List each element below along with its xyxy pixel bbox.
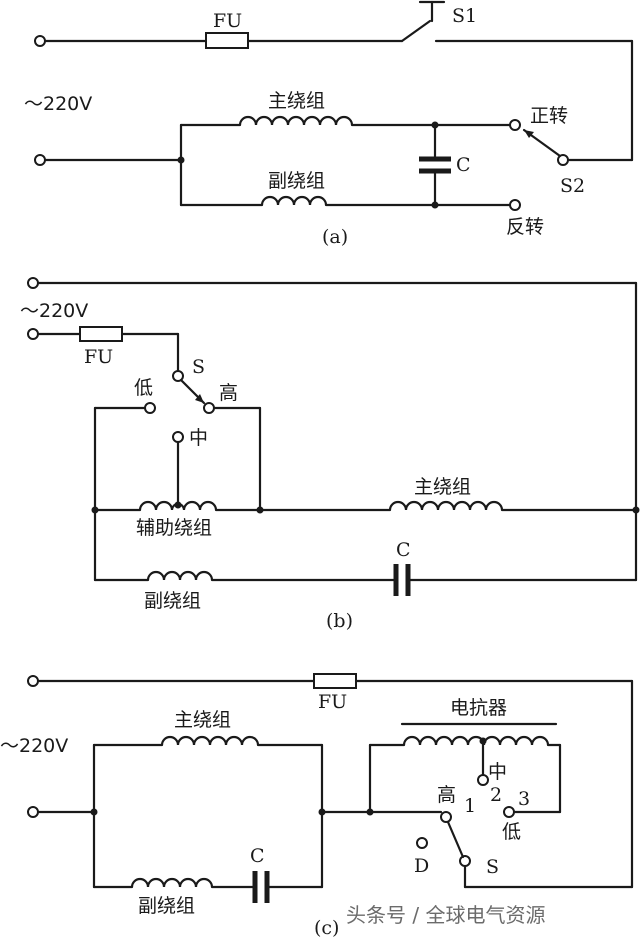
diagram-c [27,673,634,903]
switch-s1-blade [400,19,432,43]
switch-s-pivot [172,370,184,382]
label-high-b: 高 [219,382,238,404]
label-s2: S2 [560,175,585,197]
switch-s-c-blade [446,820,465,859]
terminal-c-1 [27,675,39,687]
label-capacitor-a: C [456,154,471,176]
label-fu-c: FU [318,691,347,713]
label-high-c: 高 [437,784,456,806]
reactor-coil [402,735,550,746]
caption-a: (a) [322,226,348,248]
label-main-winding-a: 主绕组 [268,90,325,112]
terminal-tap1 [440,811,452,823]
terminal-tap3 [503,806,515,818]
label-main-winding-b: 主绕组 [414,476,471,498]
terminal-d [416,837,428,849]
label-capacitor-c: C [250,845,265,867]
label-low-c: 低 [502,821,521,843]
main-winding-b [388,500,504,511]
fuse-b [79,326,123,342]
label-voltage-b: ～220V [20,300,88,322]
diagram-a [34,0,634,211]
label-capacitor-b: C [396,539,411,561]
label-tap1: 1 [464,795,476,817]
label-s-c: S [486,856,499,878]
terminal-reverse [509,199,521,211]
caption-c: (c) [314,917,339,939]
switch-s2-pivot [557,154,569,166]
label-s1: S1 [452,5,477,27]
label-voltage-c: ～220V [0,735,68,757]
label-d: D [414,855,429,877]
label-s-b: S [192,356,205,378]
aux-winding-c [130,877,214,888]
terminal-forward [509,119,521,131]
label-helper-winding-b: 辅助绕组 [136,517,212,539]
caption-b: (b) [326,610,353,632]
fuse-c [313,673,357,689]
terminal-b-1 [27,277,39,289]
terminal-high-b [203,402,215,414]
label-mid-b: 中 [189,427,208,449]
diagram-b [27,277,640,596]
label-main-winding-c: 主绕组 [174,709,231,731]
aux-winding-a [260,195,328,206]
switch-s-c-pivot [459,855,471,867]
fuse-a [205,32,249,49]
main-winding-a [238,115,354,126]
terminal-mid-b [172,431,184,443]
terminal-c-2 [27,806,39,818]
terminal-a-2 [34,154,46,166]
label-low-b: 低 [134,377,153,399]
label-tap3: 3 [518,788,530,810]
terminal-b-2 [27,328,39,340]
label-aux-winding-a: 副绕组 [268,170,325,192]
label-tap2: 2 [490,784,502,806]
terminal-low-b [144,402,156,414]
label-fu-a: FU [213,10,242,32]
label-reactor: 电抗器 [450,697,507,719]
label-aux-winding-c: 副绕组 [138,895,195,917]
label-aux-winding-b: 副绕组 [144,590,201,612]
label-forward: 正转 [530,105,568,127]
terminal-tap2 [477,774,489,786]
label-mid-c: 中 [488,761,507,783]
terminal-a-1 [34,35,46,47]
watermark: 头条号 / 全球电气资源 [346,903,545,927]
main-winding-c [160,735,260,746]
aux-winding-b [146,570,214,581]
label-voltage-a: ～220V [24,93,92,115]
label-fu-b: FU [84,346,113,368]
label-reverse: 反转 [506,216,544,238]
